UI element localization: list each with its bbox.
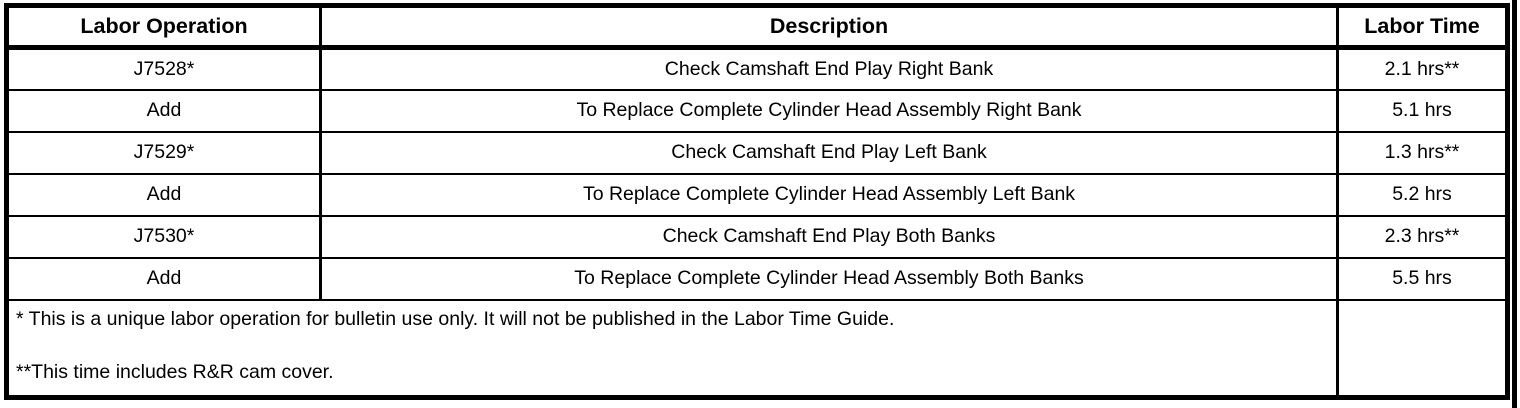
description-cell: To Replace Complete Cylinder Head Assemb… — [319, 172, 1339, 217]
header-row: Labor Operation Description Labor Time — [5, 4, 1509, 50]
table-row: Add To Replace Complete Cylinder Head As… — [5, 256, 1509, 301]
labor-time-cell: 5.5 hrs — [1336, 256, 1509, 301]
table-row: Add To Replace Complete Cylinder Head As… — [5, 88, 1509, 133]
description-cell: Check Camshaft End Play Left Bank — [319, 130, 1339, 175]
description-cell: To Replace Complete Cylinder Head Assemb… — [319, 256, 1339, 301]
description-cell: Check Camshaft End Play Right Bank — [319, 46, 1339, 91]
labor-operation-cell: Add — [5, 172, 322, 217]
labor-time-cell: 2.3 hrs** — [1336, 214, 1509, 259]
labor-operation-cell: J7529* — [5, 130, 322, 175]
labor-operation-cell: J7528* — [5, 46, 322, 91]
footnote-row: * This is a unique labor operation for b… — [5, 298, 1509, 399]
table-row: J7529* Check Camshaft End Play Left Bank… — [5, 130, 1509, 175]
labor-time-cell: 1.3 hrs** — [1336, 130, 1509, 175]
footnote-unique-operation: * This is a unique labor operation for b… — [16, 307, 895, 330]
column-header-labor-operation: Labor Operation — [5, 4, 322, 50]
table-row: J7530* Check Camshaft End Play Both Bank… — [5, 214, 1509, 259]
table-row: J7528* Check Camshaft End Play Right Ban… — [5, 46, 1509, 91]
labor-time-cell: 5.1 hrs — [1336, 88, 1509, 133]
labor-operation-cell: Add — [5, 88, 322, 133]
labor-time-cell: 2.1 hrs** — [1336, 46, 1509, 91]
empty-labor-time-cell — [1336, 298, 1509, 399]
column-header-labor-time: Labor Time — [1336, 4, 1509, 50]
description-cell: Check Camshaft End Play Both Banks — [319, 214, 1339, 259]
footnote-rr-cam-cover: **This time includes R&R cam cover. — [16, 360, 334, 383]
column-header-description: Description — [319, 4, 1339, 50]
table-row: Add To Replace Complete Cylinder Head As… — [5, 172, 1509, 217]
labor-time-table-container: Labor Operation Description Labor Time J… — [4, 3, 1510, 400]
labor-time-table: Labor Operation Description Labor Time J… — [4, 3, 1510, 400]
labor-operation-cell: J7530* — [5, 214, 322, 259]
description-cell: To Replace Complete Cylinder Head Assemb… — [319, 88, 1339, 133]
labor-time-cell: 5.2 hrs — [1336, 172, 1509, 217]
page-edge-line — [1512, 0, 1517, 408]
footnotes-cell: * This is a unique labor operation for b… — [5, 298, 1339, 399]
labor-operation-cell: Add — [5, 256, 322, 301]
